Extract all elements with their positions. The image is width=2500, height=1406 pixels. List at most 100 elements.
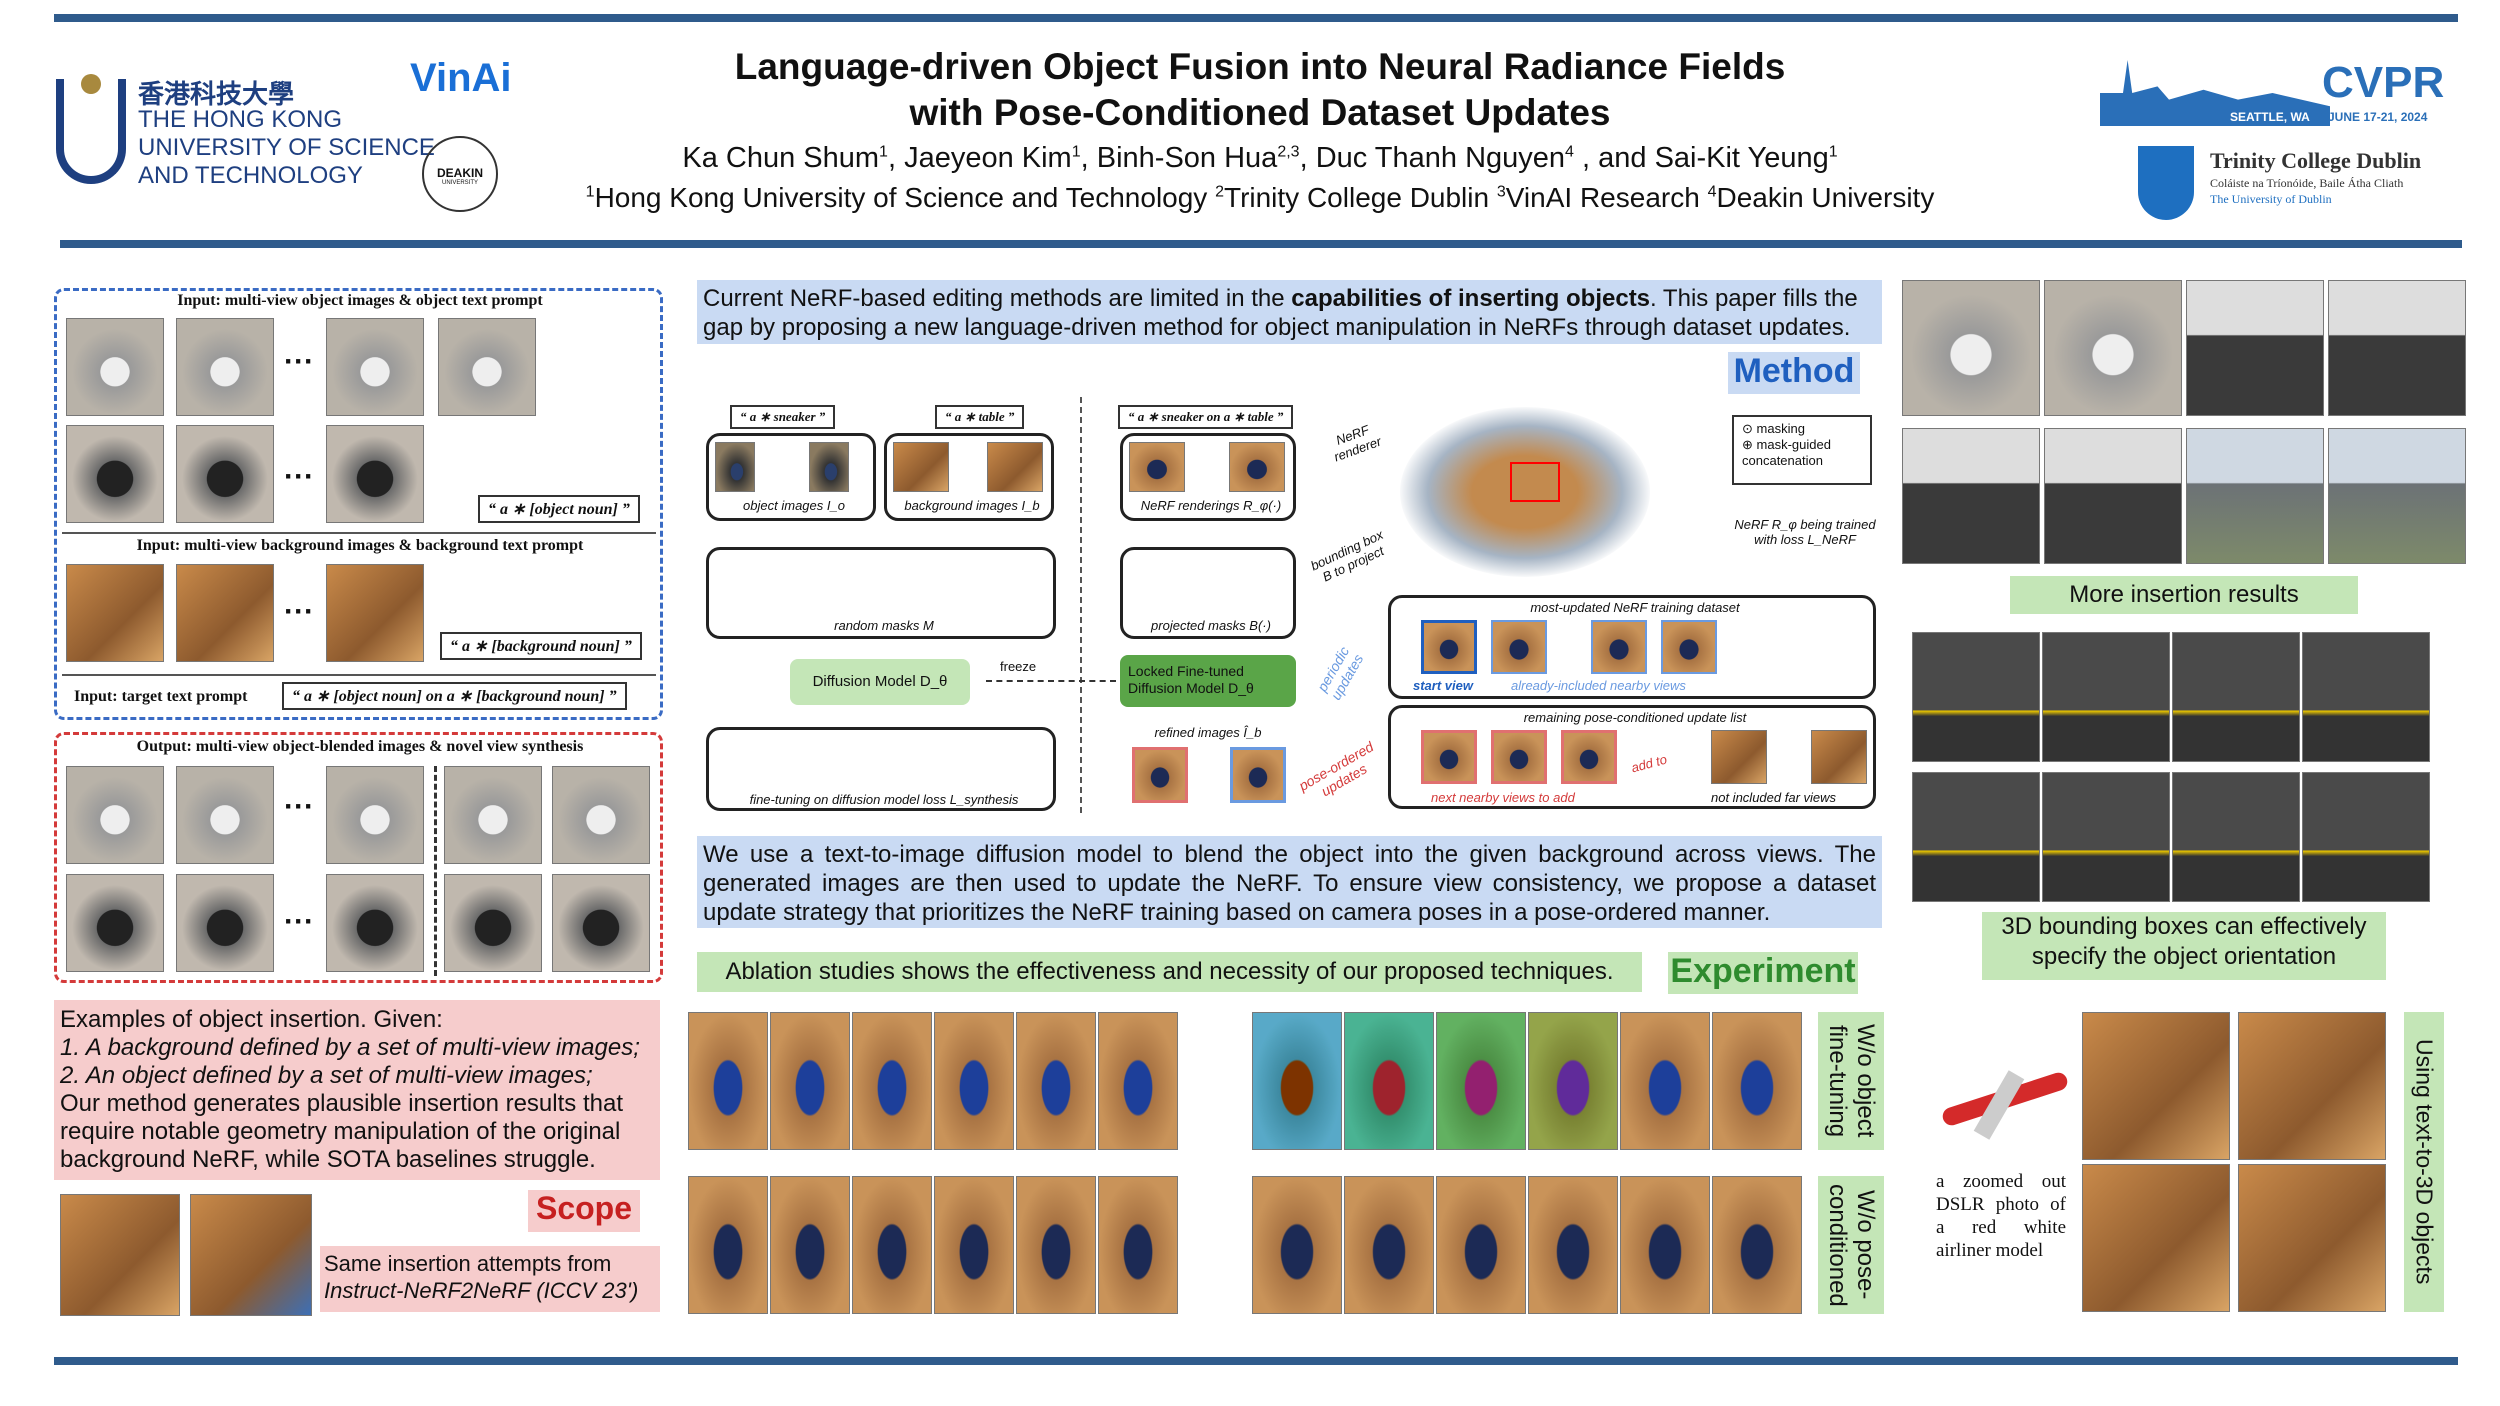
object-prompt: “ a ∗ [object noun] ” bbox=[478, 495, 640, 523]
ablation-image bbox=[1712, 1176, 1802, 1314]
prompt-table: “ a ∗ table ” bbox=[935, 405, 1025, 429]
vinai-logo: VinAi bbox=[410, 56, 512, 100]
bottom-bar bbox=[54, 1357, 2458, 1365]
airplane-icon bbox=[1940, 1050, 2070, 1150]
bbox-image bbox=[2172, 772, 2300, 902]
bbox-image bbox=[2042, 632, 2170, 762]
ablation-image bbox=[934, 1176, 1014, 1314]
ellipsis: ··· bbox=[284, 790, 314, 823]
periodic-updates-label: periodic updates bbox=[1313, 643, 1367, 703]
finetune-box: fine-tuning on diffusion model loss L_sy… bbox=[706, 727, 1056, 811]
method-label: Method bbox=[1728, 352, 1860, 394]
author-sup: 1 bbox=[1828, 143, 1838, 161]
ablation-image bbox=[1252, 1012, 1342, 1150]
ablation-image bbox=[1528, 1012, 1618, 1150]
output-heading: Output: multi-view object-blended images… bbox=[136, 738, 584, 755]
result-image bbox=[2044, 280, 2182, 416]
output-panel bbox=[54, 732, 663, 983]
training-dataset-box: most-updated NeRF training dataset start… bbox=[1388, 595, 1876, 699]
top-bar bbox=[54, 14, 2458, 22]
result-image bbox=[2328, 280, 2466, 416]
affiliation-name: VinAI Research bbox=[1505, 182, 1700, 213]
bbox-image bbox=[1912, 632, 2040, 762]
text3d-label: Using text-to-3D objects bbox=[2404, 1012, 2444, 1312]
affiliation-name: Trinity College Dublin bbox=[1224, 182, 1490, 213]
input-image bbox=[176, 425, 274, 523]
affiliation-name: Hong Kong University of Science and Tech… bbox=[594, 182, 1208, 213]
freeze-arrow bbox=[986, 680, 1116, 682]
input-image bbox=[326, 318, 424, 416]
result-image bbox=[1902, 280, 2040, 416]
result-image bbox=[2186, 428, 2324, 564]
author-sup: 1 bbox=[1071, 143, 1081, 161]
hkust-logo: 香港科技大學 THE HONG KONG UNIVERSITY OF SCIEN… bbox=[56, 74, 435, 189]
nerf-renderer-label: NeRF renderer bbox=[1331, 422, 1384, 465]
bbox-project-label: bounding box B to project bbox=[1308, 526, 1387, 585]
experiment-label: Experiment bbox=[1668, 952, 1858, 994]
divider bbox=[62, 532, 656, 534]
random-masks-box: random masks M bbox=[706, 547, 1056, 639]
locked-diffusion-model: Locked Fine-tuned Diffusion Model D_θ bbox=[1120, 655, 1296, 707]
object-images-box: object images I_o bbox=[706, 433, 876, 521]
author-sup: 1 bbox=[879, 143, 888, 161]
ablation-text: Ablation studies shows the effectiveness… bbox=[697, 952, 1642, 992]
result-image bbox=[2328, 428, 2466, 564]
input-image bbox=[66, 564, 164, 662]
affiliation-sup: 3 bbox=[1496, 183, 1506, 201]
scope-description: Examples of object insertion. Given: 1. … bbox=[54, 1000, 660, 1180]
ablation-image bbox=[1098, 1012, 1178, 1150]
poster-title: Language-driven Object Fusion into Neura… bbox=[734, 46, 1786, 133]
nerf-renderings-box: NeRF renderings R_φ(·) bbox=[1120, 433, 1296, 521]
output-image bbox=[552, 874, 650, 972]
author-name: Jaeyeon Kim bbox=[904, 142, 1072, 174]
output-image bbox=[176, 766, 274, 864]
nerf-scene bbox=[1400, 407, 1650, 577]
author-sup: 2,3 bbox=[1277, 143, 1300, 161]
projected-masks-box: projected masks B(·) bbox=[1120, 547, 1296, 639]
output-image bbox=[66, 874, 164, 972]
output-image bbox=[444, 874, 542, 972]
ellipsis: ··· bbox=[284, 905, 314, 938]
divider bbox=[434, 766, 437, 976]
ablation-image bbox=[1344, 1176, 1434, 1314]
author-sup: 4 bbox=[1565, 143, 1574, 161]
ablation-image bbox=[1098, 1176, 1178, 1314]
ablation-image bbox=[1528, 1176, 1618, 1314]
header-divider bbox=[60, 240, 2462, 248]
author-name: Duc Thanh Nguyen bbox=[1315, 142, 1566, 174]
update-list-box: remaining pose-conditioned update list n… bbox=[1388, 705, 1876, 809]
output-image bbox=[326, 766, 424, 864]
ablation-image bbox=[1620, 1012, 1710, 1150]
result-image bbox=[1902, 428, 2040, 564]
input-image bbox=[326, 564, 424, 662]
bbox-image bbox=[2302, 632, 2430, 762]
scope-image bbox=[190, 1194, 312, 1316]
diffusion-model: Diffusion Model D_θ bbox=[790, 659, 970, 705]
text3d-image bbox=[2082, 1164, 2230, 1312]
output-image bbox=[444, 766, 542, 864]
background-images-box: background images I_b bbox=[884, 433, 1054, 521]
nerf-trained-label: NeRF R_φ being trained with loss L_NeRF bbox=[1734, 517, 1876, 547]
more-results-label: More insertion results bbox=[2010, 576, 2358, 614]
ablation-image bbox=[1620, 1176, 1710, 1314]
method-description: We use a text-to-image diffusion model t… bbox=[697, 836, 1882, 928]
input-image bbox=[176, 318, 274, 416]
ablation-image bbox=[770, 1012, 850, 1150]
input-panel bbox=[54, 288, 663, 720]
ellipsis: ··· bbox=[284, 460, 314, 493]
output-image bbox=[66, 766, 164, 864]
input-object-heading: Input: multi-view object images & object… bbox=[177, 292, 543, 309]
method-diagram: “ a ∗ sneaker ” “ a ∗ table ” “ a ∗ snea… bbox=[700, 397, 1880, 813]
ablation-image bbox=[688, 1176, 768, 1314]
affiliation-name: Deakin University bbox=[1716, 182, 1935, 213]
prompt-combined: “ a ∗ sneaker on a ∗ table ” bbox=[1118, 405, 1294, 429]
output-image bbox=[552, 766, 650, 864]
ellipsis: ··· bbox=[284, 345, 314, 378]
text3d-image bbox=[2238, 1164, 2386, 1312]
affiliations: 1Hong Kong University of Science and Tec… bbox=[520, 182, 2000, 214]
text3d-prompt: a zoomed out DSLR photo of a red white a… bbox=[1936, 1171, 2066, 1261]
input-image bbox=[326, 425, 424, 523]
input-background-heading: Input: multi-view background images & ba… bbox=[136, 537, 584, 554]
ablation-image bbox=[1712, 1012, 1802, 1150]
bbox-caption: 3D bounding boxes can effectively specif… bbox=[1982, 912, 2386, 980]
